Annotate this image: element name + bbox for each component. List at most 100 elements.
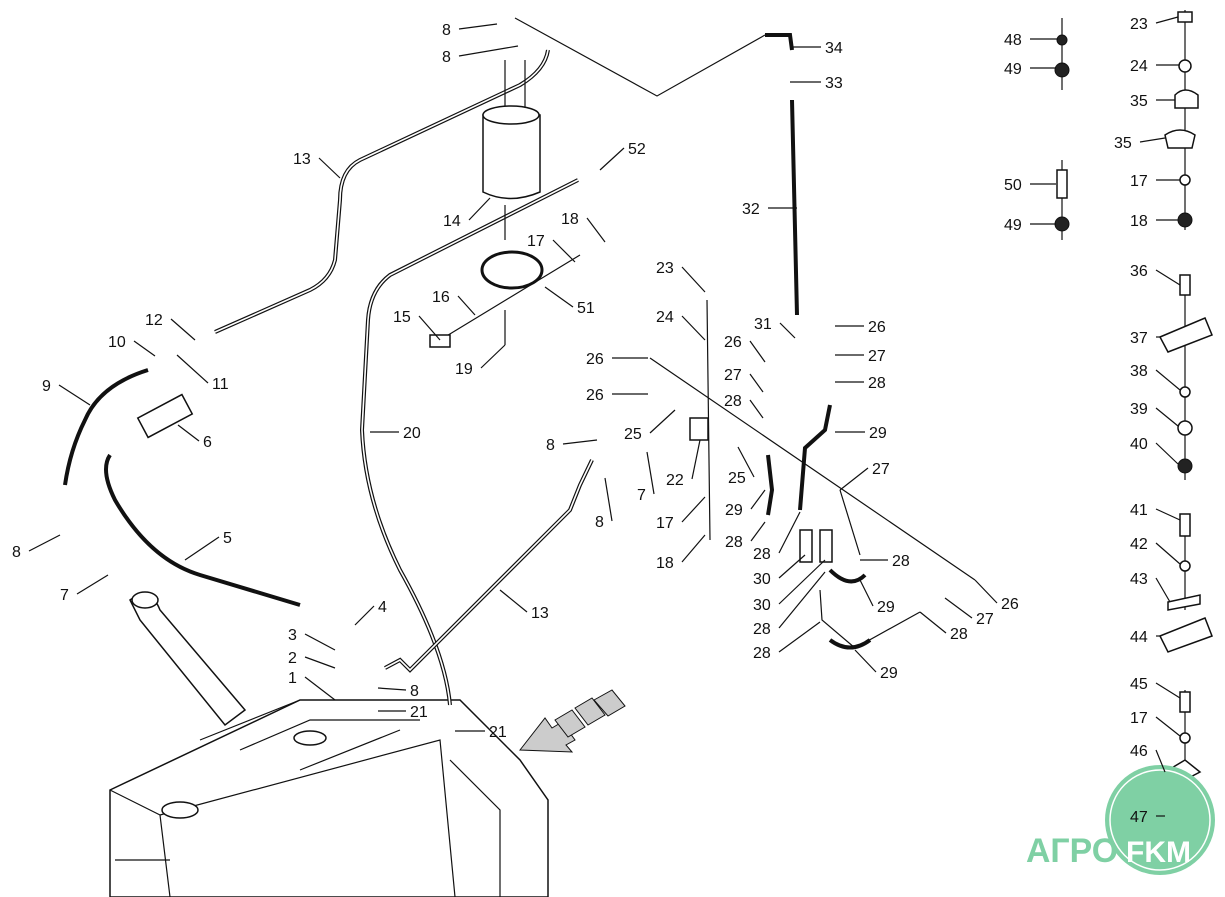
callout-leader bbox=[604, 477, 613, 522]
callout-leader bbox=[304, 633, 336, 651]
callout-13: 13 bbox=[531, 605, 549, 622]
callout-17: 17 bbox=[527, 233, 545, 250]
callout-27: 27 bbox=[868, 348, 886, 365]
callout-25: 25 bbox=[624, 426, 642, 443]
callout-23: 23 bbox=[656, 260, 674, 277]
callout-21: 21 bbox=[489, 724, 507, 741]
callout-30: 30 bbox=[753, 571, 771, 588]
callout-leader bbox=[58, 384, 91, 406]
callout-41: 41 bbox=[1130, 502, 1148, 519]
callout-34: 34 bbox=[825, 40, 843, 57]
callout-47: 47 bbox=[1130, 809, 1148, 826]
callout-leader bbox=[544, 286, 574, 308]
callout-leader bbox=[944, 597, 973, 619]
callout-26: 26 bbox=[724, 334, 742, 351]
callout-27: 27 bbox=[872, 461, 890, 478]
callout-18: 18 bbox=[1130, 213, 1148, 230]
callout-1: 1 bbox=[288, 670, 297, 687]
callout-leader bbox=[778, 621, 821, 653]
callout-8: 8 bbox=[410, 683, 419, 700]
callout-42: 42 bbox=[1130, 536, 1148, 553]
callout-leader bbox=[974, 579, 998, 604]
callout-leader bbox=[778, 571, 826, 629]
callout-leader bbox=[184, 536, 220, 561]
callout-leader bbox=[177, 424, 200, 442]
callout-29: 29 bbox=[877, 599, 895, 616]
callout-leader bbox=[839, 467, 869, 491]
callout-leader bbox=[1155, 269, 1181, 286]
callout-leader bbox=[681, 315, 706, 341]
callout-39: 39 bbox=[1130, 401, 1148, 418]
callout-8: 8 bbox=[12, 544, 21, 561]
callout-26: 26 bbox=[868, 319, 886, 336]
callout-17: 17 bbox=[1130, 173, 1148, 190]
callout-18: 18 bbox=[656, 555, 674, 572]
callout-20: 20 bbox=[403, 425, 421, 442]
callout-17: 17 bbox=[656, 515, 674, 532]
callout-leader bbox=[681, 534, 706, 563]
callout-28: 28 bbox=[868, 375, 886, 392]
callout-28: 28 bbox=[753, 621, 771, 638]
callout-28: 28 bbox=[753, 645, 771, 662]
callout-leader bbox=[854, 649, 877, 673]
callout-leader bbox=[691, 439, 701, 480]
callout-leader bbox=[457, 295, 476, 316]
callout-8: 8 bbox=[442, 49, 451, 66]
callout-17: 17 bbox=[1130, 710, 1148, 727]
callout-45: 45 bbox=[1130, 676, 1148, 693]
callout-18: 18 bbox=[561, 211, 579, 228]
callout-6: 6 bbox=[203, 434, 212, 451]
callout-28: 28 bbox=[724, 393, 742, 410]
callout-14: 14 bbox=[443, 213, 461, 230]
callout-leader bbox=[377, 687, 407, 691]
agro-logo: АГРО FKM bbox=[1026, 765, 1215, 875]
callout-40: 40 bbox=[1130, 436, 1148, 453]
callout-leader bbox=[737, 446, 755, 478]
callout-21: 21 bbox=[410, 704, 428, 721]
callout-9: 9 bbox=[42, 378, 51, 395]
callout-leader bbox=[176, 354, 209, 384]
callout-48: 48 bbox=[1004, 32, 1022, 49]
callout-50: 50 bbox=[1004, 177, 1022, 194]
direction-arrow bbox=[519, 689, 626, 753]
callout-26: 26 bbox=[1001, 596, 1019, 613]
callout-leader bbox=[779, 322, 796, 339]
callout-leader bbox=[749, 373, 764, 393]
callout-leader bbox=[458, 45, 519, 57]
callout-13: 13 bbox=[293, 151, 311, 168]
svg-text:АГРО: АГРО bbox=[1026, 832, 1118, 870]
callout-leader bbox=[1155, 682, 1181, 699]
callout-10: 10 bbox=[108, 334, 126, 351]
callout-leader bbox=[562, 439, 598, 445]
callout-8: 8 bbox=[595, 514, 604, 531]
callout-49: 49 bbox=[1004, 61, 1022, 78]
callout-leader bbox=[318, 157, 341, 179]
callout-leader bbox=[170, 318, 196, 341]
callout-24: 24 bbox=[1130, 58, 1148, 75]
callout-leader bbox=[749, 340, 766, 363]
callout-37: 37 bbox=[1130, 330, 1148, 347]
callout-leader bbox=[599, 147, 625, 171]
callout-30: 30 bbox=[753, 597, 771, 614]
callout-7: 7 bbox=[637, 487, 646, 504]
callout-leader bbox=[919, 611, 947, 634]
svg-text:FKM: FKM bbox=[1126, 836, 1191, 869]
callout-leader bbox=[1155, 508, 1181, 521]
callout-44: 44 bbox=[1130, 629, 1148, 646]
callout-leader bbox=[133, 340, 156, 357]
callout-22: 22 bbox=[666, 472, 684, 489]
callout-leader bbox=[1155, 16, 1179, 24]
callout-leader bbox=[750, 521, 766, 542]
callout-27: 27 bbox=[976, 611, 994, 628]
callout-leader bbox=[304, 676, 336, 701]
callout-28: 28 bbox=[725, 534, 743, 551]
callout-leader bbox=[458, 23, 498, 30]
callout-28: 28 bbox=[892, 553, 910, 570]
callout-2: 2 bbox=[288, 650, 297, 667]
callout-leader bbox=[1155, 577, 1171, 603]
callout-33: 33 bbox=[825, 75, 843, 92]
callout-32: 32 bbox=[742, 201, 760, 218]
callout-leader bbox=[1155, 716, 1181, 737]
